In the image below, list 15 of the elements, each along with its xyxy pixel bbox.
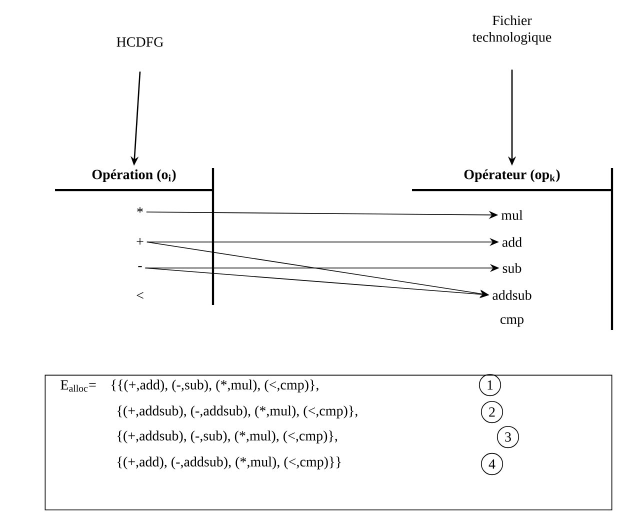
circled-number: 2 [480,400,504,424]
table-entry: mul [501,210,523,220]
table-entry: addsub [492,290,532,300]
circled-number: 4 [480,452,504,476]
circled-number: 3 [496,426,520,448]
table-entry: - [138,266,142,268]
table-entry: cmp [500,317,524,327]
table-entry: < [136,292,144,299]
source-label: HCDFG [116,37,164,47]
table-entry: add [502,237,522,247]
source-label: Fichier technologique [472,15,552,45]
table-entry: sub [502,263,522,273]
circled-number: 1 [478,374,502,396]
table-entry: + [136,238,144,245]
table-entry: * [137,207,143,213]
